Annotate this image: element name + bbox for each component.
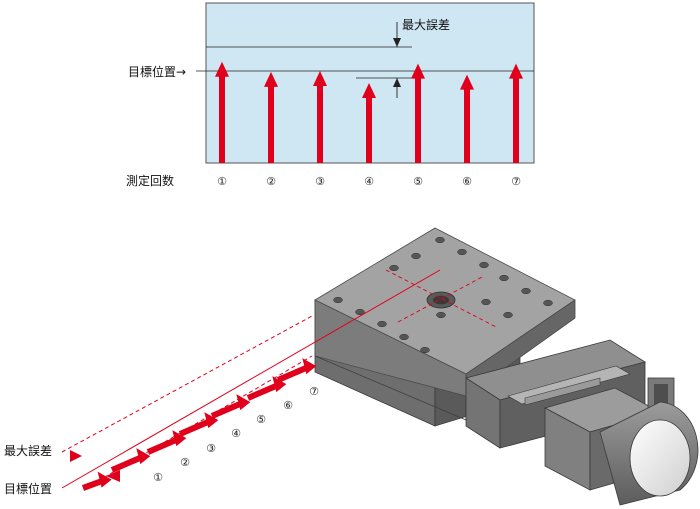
measurement-count-label: 測定回数 <box>126 173 174 188</box>
stage-arrow-4 <box>178 412 219 437</box>
trial-arrow-3 <box>313 71 327 163</box>
max-error-arrow-left <box>70 450 82 462</box>
stage-trial-label: ④ <box>231 427 241 440</box>
stage-arrow-5 <box>210 394 251 419</box>
trial-label: ② <box>266 175 276 188</box>
max-error-label: 最大誤差 <box>402 17 450 32</box>
trial-label: ⑥ <box>462 175 472 188</box>
trial-label: ③ <box>315 175 325 188</box>
target-arrow-left <box>106 470 120 482</box>
trial-arrow-4 <box>362 82 376 163</box>
top-chart: 最大誤差 目標位置→ 測定回数 ① ② ③ ④ ⑤ ⑥ ⑦ <box>126 2 535 188</box>
trial-label: ④ <box>364 175 374 188</box>
motor-cylinder <box>599 401 699 506</box>
trial-arrow-1 <box>215 61 229 163</box>
stage-arrow-6 <box>246 376 287 401</box>
stage-trial-label: ① <box>153 471 163 484</box>
target-position-label: 目標位置→ <box>128 64 186 79</box>
trial-arrow-6 <box>460 74 474 163</box>
target-crosshair <box>385 269 499 329</box>
stage-target-position-label: 目標位置 <box>4 481 52 496</box>
stage-trial-label: ⑦ <box>309 385 319 398</box>
mounting-holes <box>333 236 553 354</box>
stage-arrow-1 <box>81 471 112 491</box>
stage-trial-label: ⑤ <box>256 413 266 426</box>
stage-arrow-2 <box>110 448 151 473</box>
trial-arrow-5 <box>411 63 425 163</box>
stage-arrow-7 <box>276 358 317 383</box>
stage-trial-label: ② <box>180 456 190 469</box>
trial-label: ⑤ <box>413 175 423 188</box>
trial-label: ⑦ <box>511 175 521 188</box>
stage-illustration: ① ② ③ ④ ⑤ ⑥ ⑦ 最大誤差 目標位置 <box>4 227 699 506</box>
motor-end-cap <box>629 419 691 497</box>
stage-arrow-3 <box>146 430 187 455</box>
trial-arrow-7 <box>509 63 523 163</box>
stage-max-error-label: 最大誤差 <box>4 443 52 458</box>
max-error-dimension <box>393 22 401 98</box>
stage-trial-label: ⑥ <box>283 399 293 412</box>
trial-arrow-2 <box>264 71 278 163</box>
stage-trial-label: ③ <box>206 442 216 455</box>
trial-label: ① <box>217 175 227 188</box>
position-arrows <box>70 358 317 491</box>
